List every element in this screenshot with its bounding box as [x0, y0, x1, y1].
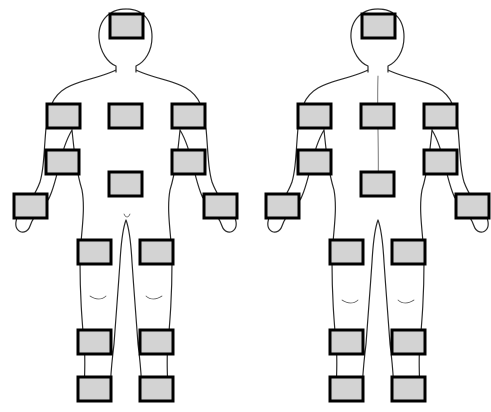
back-marker-right-upper-arm[interactable]	[424, 150, 457, 174]
back-marker-left-forearm[interactable]	[266, 194, 299, 218]
back-marker-right-shoulder[interactable]	[424, 104, 457, 128]
back-marker-right-forearm[interactable]	[456, 194, 489, 218]
back-marker-right-heel[interactable]	[392, 377, 425, 401]
back-marker-right-calf[interactable]	[392, 330, 425, 354]
back-marker-left-upper-arm[interactable]	[298, 150, 331, 174]
front-marker-left-upper-arm[interactable]	[46, 150, 79, 174]
back-marker-lower-back[interactable]	[361, 172, 394, 196]
front-marker-right-foot[interactable]	[140, 377, 173, 401]
front-marker-left-thigh[interactable]	[78, 240, 111, 264]
back-knee-detail-left	[342, 300, 358, 303]
front-marker-boxes	[14, 14, 237, 401]
front-marker-abdomen[interactable]	[109, 172, 142, 196]
back-marker-left-heel[interactable]	[330, 377, 363, 401]
front-marker-left-shin[interactable]	[78, 330, 111, 354]
front-marker-left-shoulder[interactable]	[47, 104, 80, 128]
front-marker-right-thigh[interactable]	[140, 240, 173, 264]
back-marker-upper-back[interactable]	[361, 104, 394, 128]
front-marker-right-forearm[interactable]	[204, 194, 237, 218]
front-marker-right-shin[interactable]	[140, 330, 173, 354]
front-marker-left-foot[interactable]	[78, 377, 111, 401]
front-knee-detail-right	[146, 296, 162, 299]
back-marker-right-thigh[interactable]	[392, 240, 425, 264]
front-marker-left-forearm[interactable]	[14, 194, 47, 218]
front-knee-detail-left	[90, 296, 106, 299]
front-navel-detail	[124, 214, 130, 217]
front-marker-chest[interactable]	[109, 104, 142, 128]
back-knee-detail-right	[398, 300, 414, 303]
front-marker-right-upper-arm[interactable]	[172, 150, 205, 174]
back-marker-boxes	[266, 14, 489, 401]
back-marker-left-calf[interactable]	[330, 330, 363, 354]
front-marker-right-shoulder[interactable]	[172, 104, 205, 128]
back-marker-head[interactable]	[362, 14, 395, 38]
back-marker-left-shoulder[interactable]	[298, 104, 331, 128]
back-marker-left-thigh[interactable]	[330, 240, 363, 264]
front-marker-head[interactable]	[110, 14, 143, 38]
front-inner-legs-outline	[110, 220, 142, 400]
back-inner-legs-outline	[362, 220, 394, 400]
